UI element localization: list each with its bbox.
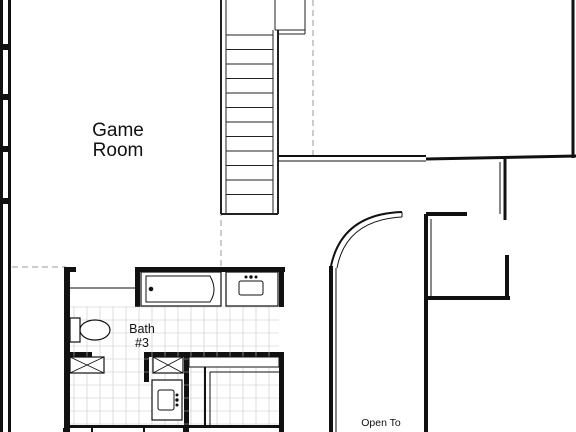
shower-enclosure xyxy=(188,356,280,425)
left-exterior-wall xyxy=(0,0,11,432)
bath-walls xyxy=(64,267,285,432)
linen-closets xyxy=(69,356,184,374)
vanity-sink-lower xyxy=(151,379,183,421)
curved-wall xyxy=(329,211,403,432)
vanity-sink-upper xyxy=(225,271,279,307)
upper-walls xyxy=(278,0,576,432)
door-ticks xyxy=(63,428,185,432)
open-to-label: Open To xyxy=(361,417,401,429)
toilet xyxy=(69,317,111,343)
bathtub xyxy=(140,271,222,307)
bath-label: Bath #3 xyxy=(129,322,155,350)
game-room-label: Game Room xyxy=(92,120,144,161)
staircase xyxy=(220,0,306,215)
